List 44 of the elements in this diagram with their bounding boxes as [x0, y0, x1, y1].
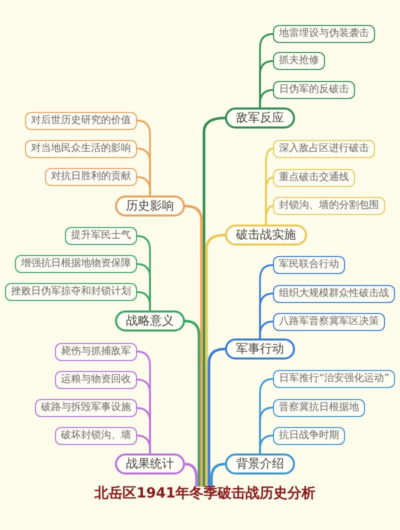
- subtopic-pill: 日军推行“治安强化运动”: [273, 370, 396, 388]
- subtopic-pill: 八路军晋察冀军区决策: [273, 312, 385, 330]
- subtopic-pill: 抗日战争时期: [273, 426, 345, 444]
- subtopic-pill: 对当地民众生活的影响: [25, 140, 137, 158]
- branch-connector: [184, 320, 200, 487]
- subtopic-pill: 破坏封锁沟、墙: [55, 426, 137, 444]
- main-topic-pill: 破击战实施: [225, 224, 307, 246]
- main-topic-pill: 背景介绍: [225, 454, 295, 474]
- subtopic-pill: 封锁沟、墙的分割包围: [273, 197, 385, 215]
- branch-connector: [205, 234, 226, 487]
- branch-connector: [259, 89, 274, 108]
- branch-connector: [136, 434, 151, 454]
- main-topic-pill: 军事行动: [225, 338, 295, 360]
- subtopic-pill: 提升军民士气: [65, 227, 137, 245]
- subtopic-pill: 日伪军的反破击: [273, 81, 355, 99]
- subtopic-pill: 挫败日伪军掠夺和封锁计划: [5, 283, 137, 301]
- subtopic-pill: 地雷埋设与伪装袭击: [273, 25, 375, 43]
- subtopic-pill: 破路与拆毁军事设施: [35, 399, 137, 417]
- branch-connector: [136, 291, 151, 312]
- subtopic-pill: 毙伤与抓捕敌军: [55, 342, 137, 360]
- main-topic-pill: 敌军反应: [225, 108, 295, 128]
- subtopic-pill: 对后世历史研究的价值: [25, 112, 137, 130]
- branch-connector: [184, 204, 203, 487]
- branch-connector: [208, 348, 226, 487]
- branch-connector: [210, 462, 226, 487]
- main-topic-pill: 历史影响: [115, 196, 185, 216]
- subtopic-pill: 对抗日胜利的贡献: [45, 168, 137, 186]
- subtopic-pill: 运粮与物资回收: [55, 370, 137, 388]
- branch-connector: [136, 176, 151, 196]
- subtopic-pill: 深入敌占区进行破击: [273, 140, 375, 158]
- main-topic-pill: 战果统计: [115, 454, 185, 474]
- subtopic-pill: 抓夫抢修: [273, 52, 325, 70]
- subtopic-pill: 增强抗日根据地物资保障: [15, 255, 137, 273]
- branch-connector: [259, 320, 274, 340]
- branch-connector: [202, 116, 226, 487]
- branch-connector: [265, 205, 274, 226]
- central-topic-title: 北岳区1941年冬季破击战历史分析: [94, 486, 316, 502]
- branch-connector: [259, 434, 274, 454]
- subtopic-pill: 军民联合行动: [273, 256, 345, 274]
- branch-connector: [184, 462, 198, 487]
- main-topic-pill: 战略意义: [115, 310, 185, 332]
- subtopic-pill: 晋察冀抗日根据地: [273, 398, 365, 416]
- subtopic-pill: 重点破击交通线: [273, 168, 355, 186]
- subtopic-pill: 组织大规模群众性破击战: [273, 284, 395, 302]
